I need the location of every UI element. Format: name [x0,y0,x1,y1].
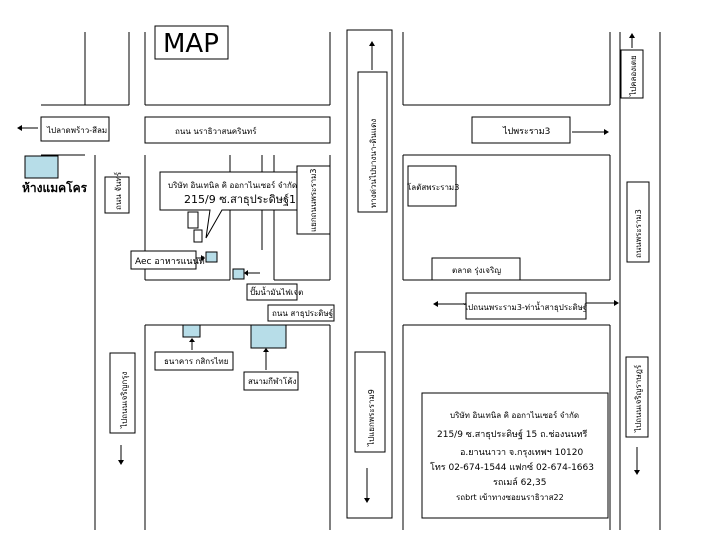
gas-station-building [232,268,245,280]
narathiwat-road-box [144,116,331,144]
ratchada-dest-box [625,356,649,438]
narathiwat-road-label: ถนน นราธิวาสนครินทร์ [175,126,257,136]
bank-label: ธนาคาร กสิกรไทย [164,357,228,366]
address-box [421,392,609,519]
map-title: MAP [163,29,219,59]
chan-road-box [104,176,130,214]
address-line4: โทร 02-674-1544 แฟกซ์ 02-674-1663 [430,461,594,473]
sathu-road-label: ถนน สาธุประดิษฐ์ [272,308,333,318]
lotus-rama3-box [407,165,457,207]
makro-building [24,155,59,179]
expressway-label-box [357,71,388,213]
lat-phrao-silom-box [40,116,110,142]
khlong-toei-label: ไปคลองเตย [629,55,638,97]
talat-rung-label: ตลาด รุ่งเจริญ [452,266,501,275]
ratchada-dest-label: ไปถนนเจริญราษฎร์ [633,364,643,433]
callout-company-name: บริษัท อินเทนิล คิ ออกาไนเซอร์ จำกัด [168,180,297,190]
aec-building [205,251,218,263]
park-label: สนามกีฬาโค้ง [248,376,297,386]
makro-label: ห้างแมคโคร [22,180,88,195]
expressway-label: ทางด่วนไปบางนา-ดินแดง [369,119,378,208]
gas-station-box [246,283,298,301]
address-line3: อ.ยานนาวา จ.กรุงเทพฯ 10120 [460,448,583,458]
aec-restaurant-box [130,250,197,270]
rama3-road-box [626,181,650,263]
address-line1: บริษัท อินเทนิล คิ ออกาไนเซอร์ จำกัด [450,410,579,420]
talat-rung-box [431,257,521,281]
gas-station-label: ปั๊มน้ำมันไฟเจต [250,286,303,297]
sathu-road-box [267,304,335,322]
callout-small-box-2 [193,229,203,243]
lotus-rama3-label: โลตัสพระราม3 [407,182,459,192]
sathupradit-dest-label: ไปถนนเจริญกรุง [120,371,129,429]
lat-phrao-silom-label: ไปลาดพร้าว-สีลม [46,126,107,135]
address-line5: รถเมล์ 62,35 [493,476,546,488]
park-box [243,371,299,391]
aec-restaurant-label: Aec อาหารแนนท์ [135,255,205,267]
rama3-soi-label: แยกถนนพระราม3 [309,169,318,233]
bank-building [182,324,201,338]
bank-box [154,351,234,371]
rama9-dest-box [354,351,386,453]
rama3-dest-label: ไปพระราม3 [502,126,550,137]
callout-address: 215/9 ซ.สาธุประดิษฐ์15 [184,193,303,206]
rama3-soi-box [296,165,331,235]
rama3-road-label: ถนนพระราม3 [634,209,643,258]
rama9-dest-label: ไปแยกพระราม9 [367,389,376,447]
road-lines [41,32,661,530]
address-line6: รถbrt เข้าทางซอยนราธิวาส22 [456,493,564,502]
sathupradit-dest-box [109,352,136,434]
rama3-dest-box [471,116,571,144]
chan-road-label: ถนน จันทร์ [113,171,123,210]
rama3-sathu-label: ไปถนนพระราม3-ท่าน้ำสาธุประดิษฐ์ [463,301,587,312]
khlong-toei-box [620,49,644,99]
map-title-box [154,25,229,60]
rama3-sathu-box [465,292,587,320]
callout-small-box [187,211,199,229]
park-building [250,324,287,349]
address-line2: 215/9 ซ.สาธุประดิษฐ์ 15 ถ.ช่องนนทรี [437,428,588,440]
